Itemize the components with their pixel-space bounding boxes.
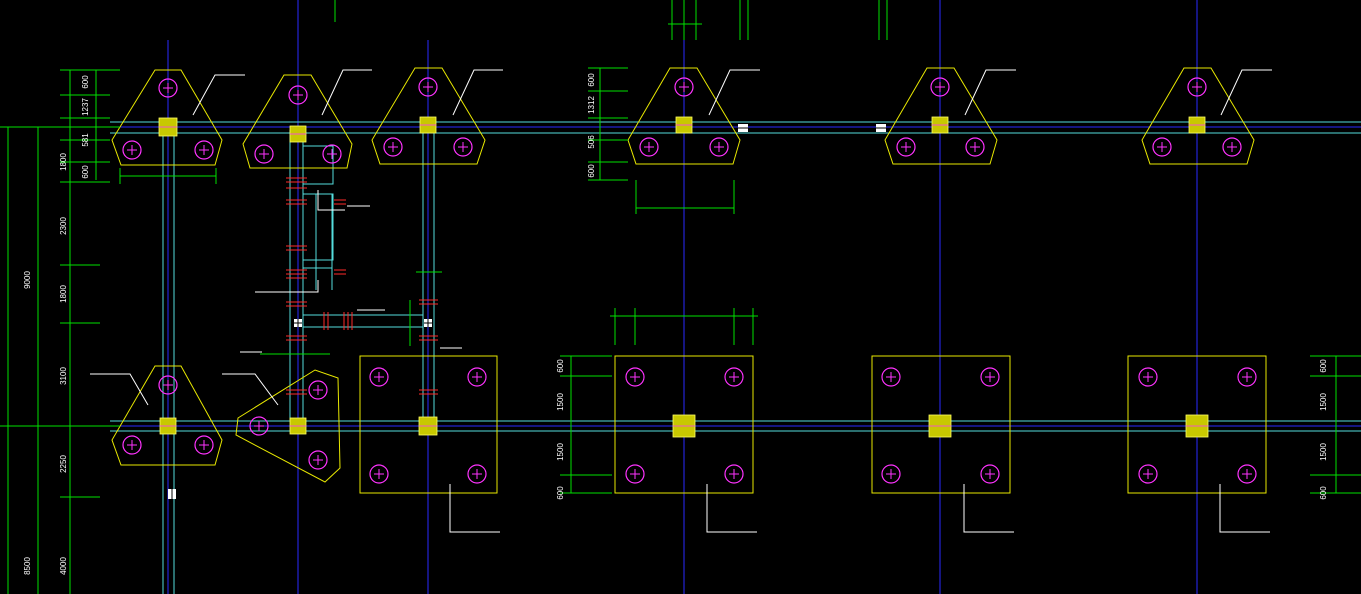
dim-text: 600	[556, 486, 565, 500]
dim-text: 600	[587, 73, 596, 87]
pile-circle[interactable]	[122, 140, 142, 160]
pile-circle[interactable]	[194, 435, 214, 455]
dim-text: 600	[1319, 359, 1328, 373]
dim-text: 3100	[59, 367, 68, 385]
dim-text: 600	[81, 165, 90, 179]
pile-circle[interactable]	[322, 144, 342, 164]
pile-circle[interactable]	[254, 144, 274, 164]
pile-cap-ct2[interactable]	[871, 355, 1011, 494]
dim-text: 600	[587, 164, 596, 178]
pile-circle[interactable]	[980, 367, 1000, 387]
pile-cap-ct1[interactable]	[242, 74, 353, 169]
pile-circle[interactable]	[724, 367, 744, 387]
pile-circle[interactable]	[1187, 77, 1207, 97]
pile-circle[interactable]	[383, 137, 403, 157]
pile-cap-ct1[interactable]	[111, 365, 223, 466]
pile-circle[interactable]	[369, 464, 389, 484]
dim-text: 2250	[59, 455, 68, 473]
pile-circle[interactable]	[308, 380, 328, 400]
beams	[110, 121, 1361, 594]
pile-circle[interactable]	[674, 77, 694, 97]
pile-circle[interactable]	[896, 137, 916, 157]
dim-text: 600	[556, 359, 565, 373]
pile-circle[interactable]	[1152, 137, 1172, 157]
pile-cap-ct1[interactable]	[111, 69, 223, 166]
pile-cap-ct1[interactable]	[884, 67, 998, 165]
pile-circle[interactable]	[930, 77, 950, 97]
dim-text: 506	[587, 135, 596, 149]
pile-circle[interactable]	[308, 450, 328, 470]
pile-circle[interactable]	[418, 77, 438, 97]
dim-text: 1500	[556, 393, 565, 411]
dim-text: 581	[81, 133, 90, 147]
pile-circle[interactable]	[639, 137, 659, 157]
pile-circle[interactable]	[467, 367, 487, 387]
pile-circle[interactable]	[724, 464, 744, 484]
pile-circle[interactable]	[1138, 367, 1158, 387]
dim-text: 9000	[23, 271, 32, 289]
pile-circle[interactable]	[709, 137, 729, 157]
leader-lines	[90, 69, 1272, 533]
pile-circle[interactable]	[965, 137, 985, 157]
pile-circle[interactable]	[249, 416, 269, 436]
pile-circle[interactable]	[122, 435, 142, 455]
dim-text: 4000	[59, 557, 68, 575]
pile-circle[interactable]	[1138, 464, 1158, 484]
pile-circle[interactable]	[625, 464, 645, 484]
pile-circle[interactable]	[1237, 464, 1257, 484]
pile-circle[interactable]	[1222, 137, 1242, 157]
pile-circle[interactable]	[1237, 367, 1257, 387]
dim-text: 1312	[587, 96, 596, 114]
pile-cap-ct1[interactable]	[1141, 67, 1255, 165]
pile-circle[interactable]	[467, 464, 487, 484]
markers	[168, 124, 886, 499]
pile-cap-ct2[interactable]	[1127, 355, 1267, 494]
pile-circle[interactable]	[881, 464, 901, 484]
dim-text: 2300	[59, 217, 68, 235]
dim-text: 1237	[81, 98, 90, 116]
pile-circle[interactable]	[158, 375, 178, 395]
pile-circle[interactable]	[881, 367, 901, 387]
pile-cap-ct1a[interactable]	[235, 369, 341, 483]
piles	[122, 77, 1257, 484]
dim-text: 1800	[59, 285, 68, 303]
pile-circle[interactable]	[369, 367, 389, 387]
dim-text: 600	[1319, 486, 1328, 500]
pile-cap-ct2a[interactable]	[359, 355, 498, 494]
pile-cap-ct1[interactable]	[371, 67, 486, 165]
dim-text: 600	[81, 75, 90, 89]
pile-circle[interactable]	[453, 137, 473, 157]
pile-circle[interactable]	[194, 140, 214, 160]
pile-cap-ct2[interactable]	[614, 355, 754, 494]
pile-circle[interactable]	[288, 85, 308, 105]
dim-text: 1800	[59, 153, 68, 171]
dim-text: 1500	[1319, 443, 1328, 461]
dim-text: 1500	[556, 443, 565, 461]
dim-text: 8500	[23, 557, 32, 575]
pile-caps-ct2	[359, 355, 1267, 494]
pile-circle[interactable]	[158, 78, 178, 98]
rebar-marks	[286, 177, 438, 395]
vertical-dimension-texts: 600 1237 581 1800 600 2300 1800 3100 2250 4000 900…	[23, 73, 1328, 575]
dim-text: 1500	[1319, 393, 1328, 411]
columns	[158, 116, 1209, 438]
pile-circle[interactable]	[625, 367, 645, 387]
pile-circle[interactable]	[980, 464, 1000, 484]
